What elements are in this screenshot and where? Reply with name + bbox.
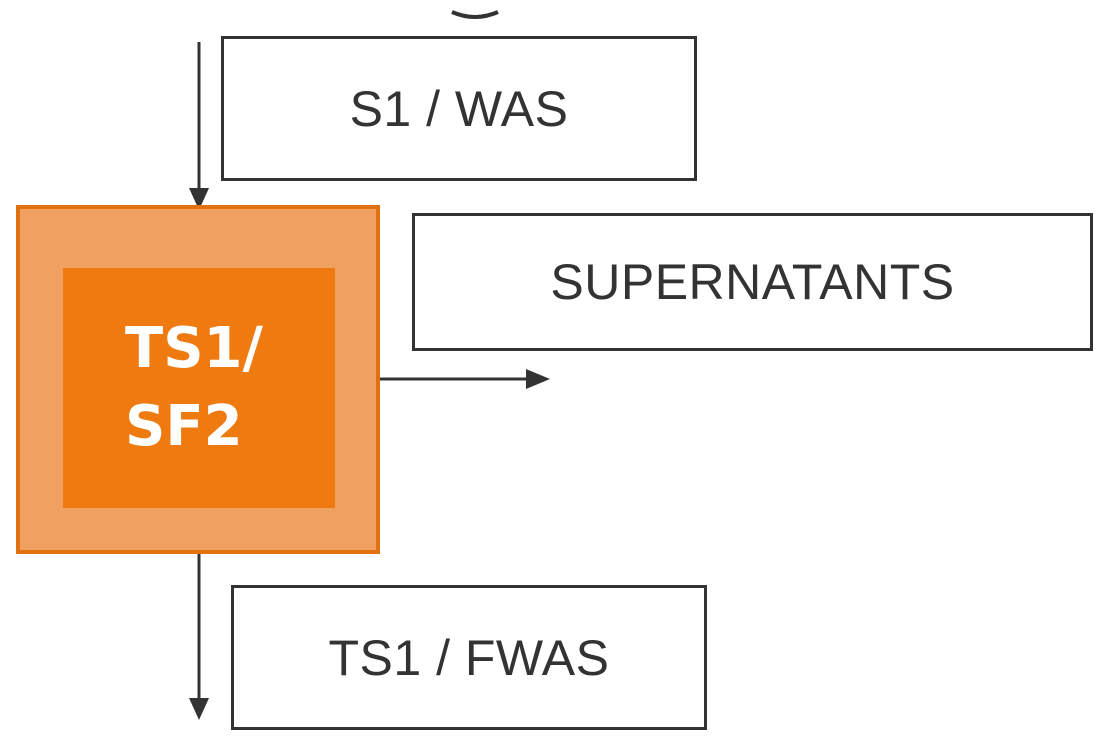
process-label-line2: SF2 [125,394,243,459]
process-node-label: TS1/ SF2 [125,310,263,466]
node-ts1-fwas-label: TS1 / FWAS [328,629,610,686]
arrow-process-to-supernatants [380,369,550,389]
process-label-line1: TS1/ [125,316,263,381]
process-node-ts1-sf2: TS1/ SF2 [63,268,335,508]
node-supernatants-label: SUPERNATANTS [550,254,955,310]
node-s1-was-label: S1 / WAS [349,80,569,137]
node-ts1-fwas: TS1 / FWAS [231,585,707,730]
arrow-in-to-process [189,42,209,210]
arrow-process-to-fwas [189,554,209,720]
node-supernatants: SUPERNATANTS [412,213,1093,351]
node-s1-was: S1 / WAS [221,36,697,181]
top-arc-fragment [451,10,499,19]
